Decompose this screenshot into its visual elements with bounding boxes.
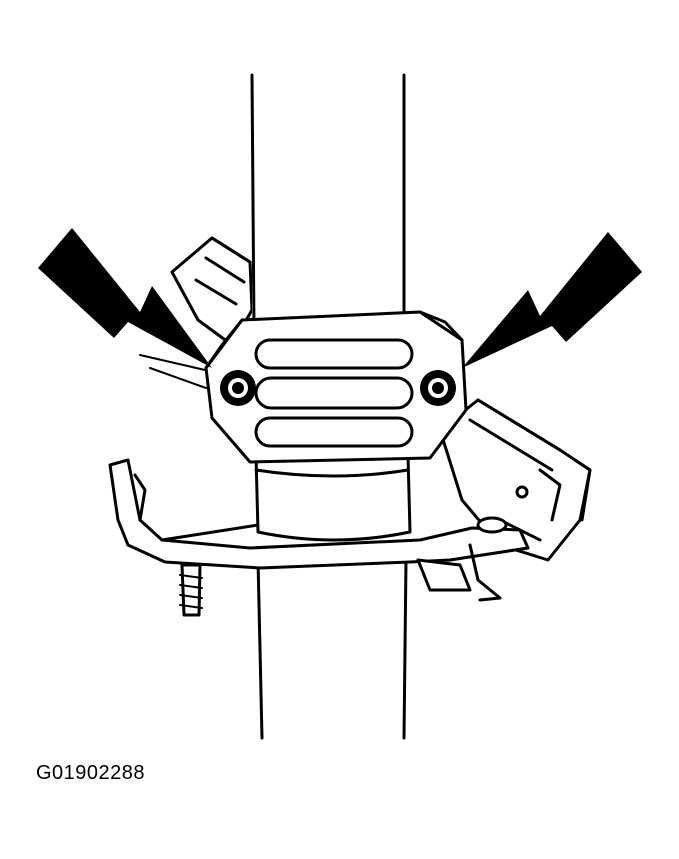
clamp-bolt-left [220,370,256,406]
clamp-bolt-right [420,370,456,406]
arrow-icon [38,228,212,368]
strut-tube-lower [256,558,408,740]
figure-code: G01902288 [36,762,146,784]
arrow-icon [462,232,642,368]
clamp-collar [254,453,412,542]
strut-tube-upper [250,73,406,335]
lower-right-bracket [438,398,592,562]
clamp-body [204,310,468,464]
